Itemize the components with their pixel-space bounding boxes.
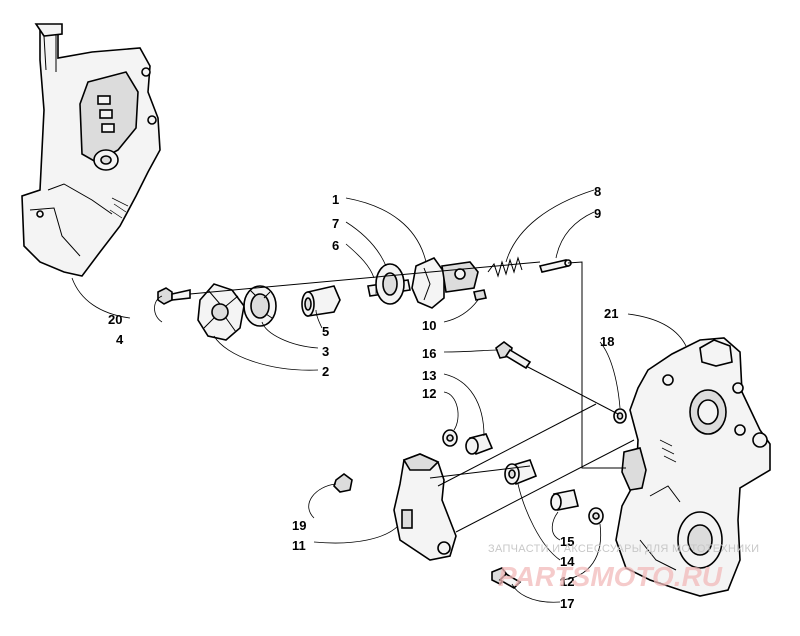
bolt-part-4	[157, 287, 191, 305]
nut-part-19	[333, 473, 353, 493]
callout-15: 15	[560, 534, 574, 549]
callout-13: 13	[422, 368, 436, 383]
callout-17: 17	[560, 596, 574, 611]
ring-part-3	[243, 285, 277, 327]
callout-labels: 1 7 6 8 9 10 20 4 5 3 2 16 13 12 18 21 1…	[108, 184, 618, 611]
set-screw-part-10	[473, 289, 487, 301]
callout-21: 21	[604, 306, 618, 321]
callout-6: 6	[332, 238, 339, 253]
callout-12-upper: 12	[422, 386, 436, 401]
callout-9: 9	[594, 206, 601, 221]
leader-lines	[71, 189, 687, 603]
callout-4: 4	[116, 332, 124, 347]
washer-part-12-lower	[588, 507, 604, 525]
callout-7: 7	[332, 216, 339, 231]
callout-8: 8	[594, 184, 601, 199]
bolt-part-17	[491, 567, 522, 589]
callout-19: 19	[292, 518, 306, 533]
bushing-part-5	[301, 285, 341, 317]
gear-case-cover-part-20	[21, 23, 161, 277]
callout-1: 1	[332, 192, 339, 207]
bushing-part-13	[465, 433, 494, 456]
bolt-part-16	[495, 341, 532, 370]
spring-part-8	[487, 256, 523, 278]
callout-11: 11	[292, 538, 306, 553]
callout-12-lower: 12	[560, 574, 574, 589]
washer-part-12-upper	[442, 429, 458, 447]
callout-16: 16	[422, 346, 436, 361]
assembly-guide-lines	[189, 261, 635, 533]
callout-14: 14	[560, 554, 575, 569]
shift-arm-part-11	[393, 453, 457, 561]
callout-20: 20	[108, 312, 122, 327]
bushing-part-14	[504, 459, 538, 486]
gear-case-housing-part-21	[615, 337, 771, 597]
watermark-text: ЗАПЧАСТИ И АКСЕССУАРЫ ДЛЯ МОТОТЕХНИКИ	[488, 543, 759, 555]
pin-part-9	[538, 259, 572, 273]
shift-cam-part-1	[411, 257, 479, 309]
washer-part-18	[613, 408, 627, 424]
watermark-logo: PARTSMOTO.RU	[498, 561, 723, 592]
bushing-part-15	[550, 489, 579, 511]
callout-2: 2	[322, 364, 329, 379]
cam-ring-part-7	[375, 263, 405, 305]
callout-18: 18	[600, 334, 614, 349]
callout-10: 10	[422, 318, 436, 333]
callout-3: 3	[322, 344, 329, 359]
cam-plate-part-2	[197, 283, 245, 341]
watermark: ЗАПЧАСТИ И АКСЕССУАРЫ ДЛЯ МОТОТЕХНИКИ PA…	[488, 543, 759, 592]
callout-5: 5	[322, 324, 329, 339]
